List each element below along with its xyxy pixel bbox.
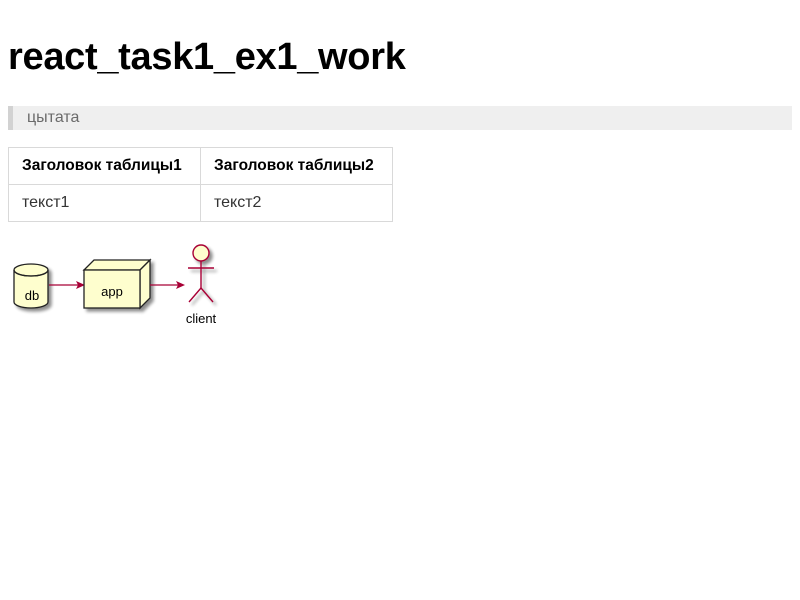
table-cell: текст2: [200, 184, 393, 222]
client-label: client: [186, 311, 217, 326]
app-node: [82, 258, 152, 310]
database-label: db: [25, 288, 39, 303]
table-row: текст1 текст2: [8, 184, 393, 222]
table-header-row: Заголовок таблицы1 Заголовок таблицы2: [8, 147, 393, 185]
arrow-db-app: [49, 281, 85, 289]
database-node: [13, 263, 49, 309]
app-box-front: [83, 269, 141, 309]
blockquote: цытата: [8, 106, 792, 130]
database-icon: [13, 270, 49, 309]
uml-diagram: db app client: [13, 244, 217, 326]
table-cell: текст1: [8, 184, 201, 222]
arrow-app-client: [150, 281, 185, 289]
table-header-cell: Заголовок таблицы2: [200, 147, 393, 185]
table-header-cell: Заголовок таблицы1: [8, 147, 201, 185]
app-box-top: [82, 259, 152, 271]
actor-icon: [188, 244, 214, 303]
app-label: app: [101, 284, 123, 299]
data-table: Заголовок таблицы1 Заголовок таблицы2 те…: [8, 147, 393, 222]
page-title: react_task1_ex1_work: [8, 36, 406, 78]
